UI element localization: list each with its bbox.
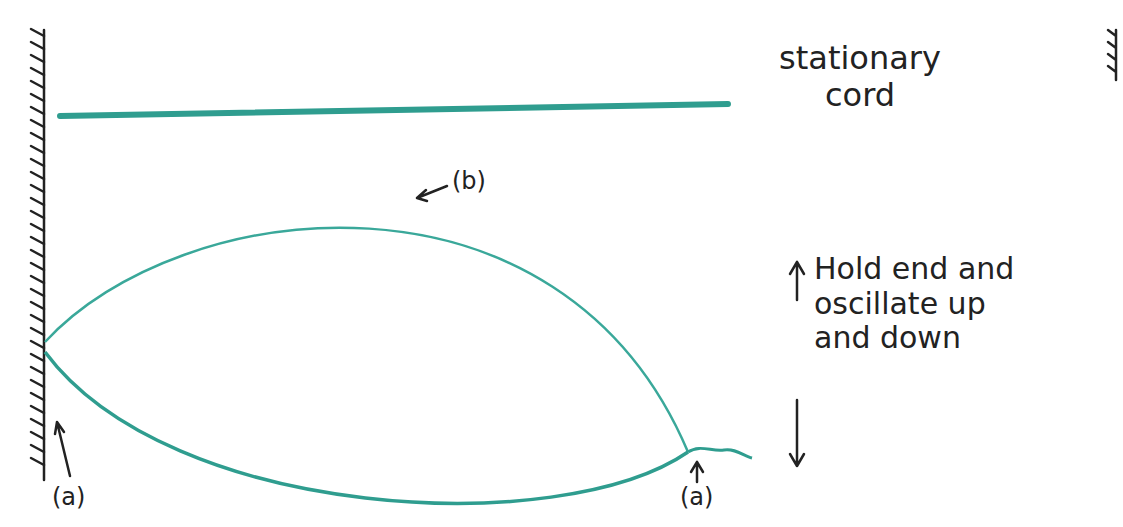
callout-label: (a) bbox=[680, 484, 713, 512]
wall-hatching bbox=[31, 29, 1116, 480]
pointer-a-right bbox=[691, 462, 703, 482]
down-arrow bbox=[790, 400, 804, 466]
instruction-note: Hold end and oscillate up and down bbox=[814, 252, 1029, 356]
pointer-arrows bbox=[55, 186, 804, 482]
pointer-a-left bbox=[55, 422, 70, 476]
wall-ticks bbox=[31, 29, 44, 465]
stationary-cord bbox=[60, 104, 728, 116]
cord-note: stationary cord bbox=[760, 40, 960, 114]
callout-label: (b) bbox=[452, 168, 486, 196]
lower-envelope bbox=[45, 352, 688, 503]
upper-envelope bbox=[45, 228, 688, 452]
pointer-b bbox=[417, 186, 447, 201]
up-arrow bbox=[790, 262, 804, 300]
callout-label: (a) bbox=[52, 484, 85, 512]
held-end bbox=[688, 448, 752, 458]
edge-hatching bbox=[1108, 30, 1116, 80]
